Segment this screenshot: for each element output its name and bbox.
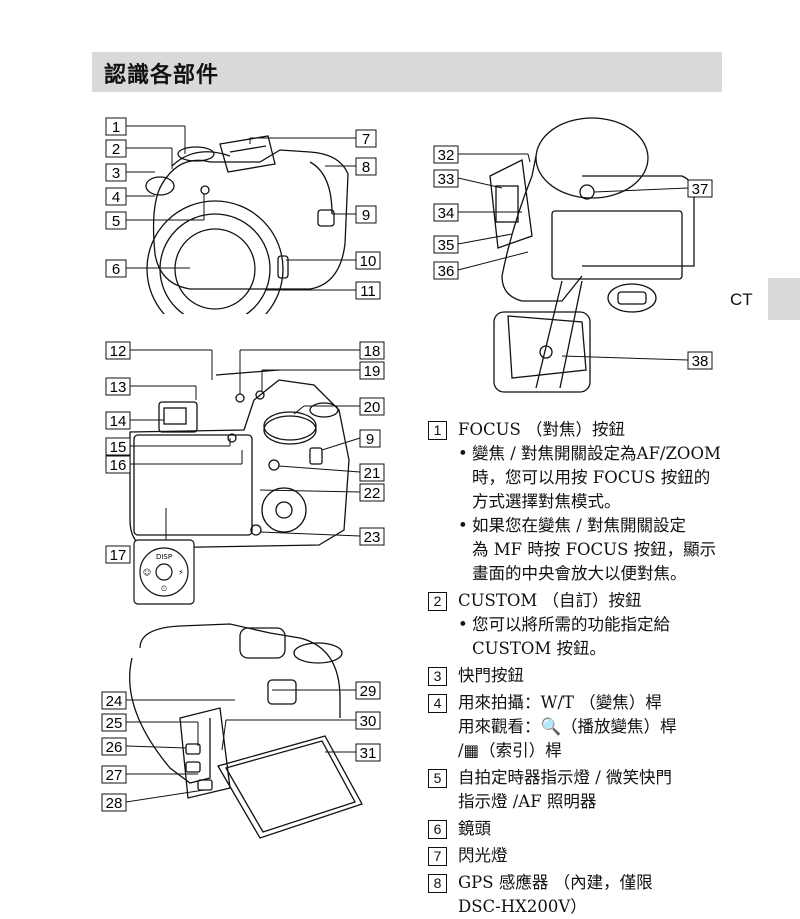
callout-37: 37 [692,181,709,198]
language-tab-label: CT [730,290,753,309]
callout-23: 23 [364,529,381,546]
language-tab [768,278,800,320]
description-bullet: • 變焦 / 對焦開關設定為AF/ZOOM 時，您可以用按 FOCUS 按鈕的 … [458,444,721,511]
callout-22: 22 [364,485,381,502]
callout-34: 34 [438,205,455,222]
callout-36: 36 [438,263,455,280]
callout-26: 26 [106,739,123,756]
item-number: 1 [428,421,447,440]
camera-battery-door-diagram: 32 33 34 35 36 37 38 [433,117,713,393]
item-number: 3 [428,667,447,686]
camera-back-diagram: 12 13 14 15 16 17 18 19 20 9 21 22 23 DI… [105,341,385,605]
description-item-2: 2 CUSTOM （自訂）按鈕 [428,589,728,613]
callout-1: 1 [112,119,120,136]
callout-5: 5 [112,213,120,230]
description-item-5: 5 自拍定時器指示燈 / 微笑快門 指示燈 /AF 照明器 [428,766,728,814]
callout-8: 8 [362,159,370,176]
callout-18: 18 [364,343,381,360]
item-number: 6 [428,820,447,839]
item-number: 7 [428,847,447,866]
callout-9: 9 [362,207,370,224]
callout-9b: 9 [366,431,374,448]
callout-6: 6 [112,261,120,278]
callout-7: 7 [362,131,370,148]
callout-19: 19 [364,363,381,380]
callout-13: 13 [110,379,127,396]
callout-28: 28 [106,795,123,812]
callout-25: 25 [106,715,123,732]
parts-description-list: 1 FOCUS （對焦）按鈕 • 變焦 / 對焦開關設定為AF/ZOOM 時，您… [428,418,728,919]
description-bullet: • 您可以將所需的功能指定給 CUSTOM 按鈕。 [458,615,670,658]
dial-disp-label: DISP [156,553,172,561]
item-title: CUSTOM （自訂）按鈕 [458,591,642,610]
callout-11: 11 [360,283,376,300]
callout-4: 4 [112,189,120,206]
callout-35: 35 [438,237,455,254]
item-title: FOCUS （對焦）按鈕 [458,420,626,439]
callout-17: 17 [110,547,127,564]
callout-16: 16 [110,457,127,474]
callout-30: 30 [360,713,377,730]
description-item-6: 6 鏡頭 [428,817,728,841]
callout-3: 3 [112,165,120,182]
description-item-1: 1 FOCUS （對焦）按鈕 [428,418,728,442]
callout-32: 32 [438,147,455,164]
callout-20: 20 [364,399,381,416]
callout-29: 29 [360,683,377,700]
callout-12: 12 [110,343,127,360]
callout-24: 24 [106,693,123,710]
callout-33: 33 [438,171,455,188]
description-item-7: 7 閃光燈 [428,844,728,868]
callout-10: 10 [360,253,377,270]
description-item-4: 4 用來拍攝：W/T （變焦）桿 用來觀看：🔍（播放變焦）桿 /▦（索引）桿 [428,691,728,763]
item-number: 2 [428,592,447,611]
section-header: 認識各部件 [92,52,722,92]
page-title: 認識各部件 [104,63,220,88]
self-timer-icon: ⏲ [161,584,167,593]
description-bullet: • 如果您在變焦 / 對焦開關設定 為 MF 時按 FOCUS 按鈕，顯示 畫面… [458,516,717,583]
callout-14: 14 [110,413,127,430]
camera-side-diagram: 24 25 26 27 28 29 30 31 [101,623,381,839]
callout-15: 15 [110,439,127,456]
callout-31: 31 [360,745,377,762]
smile-icon: ☺ [143,568,151,577]
item-number: 8 [428,874,447,893]
description-item-3: 3 快門按鈕 [428,664,728,688]
callout-27: 27 [106,767,123,784]
item-number: 5 [428,769,447,788]
item-number: 4 [428,694,447,713]
callout-21: 21 [364,465,381,482]
description-item-8: 8 GPS 感應器 （內建，僅限 DSC-HX200V） [428,871,728,919]
callout-2: 2 [112,141,120,158]
flash-icon: ⚡ [178,568,184,577]
callout-38: 38 [692,353,709,370]
camera-front-diagram: 1 2 3 4 5 6 7 8 9 10 11 [105,117,381,314]
